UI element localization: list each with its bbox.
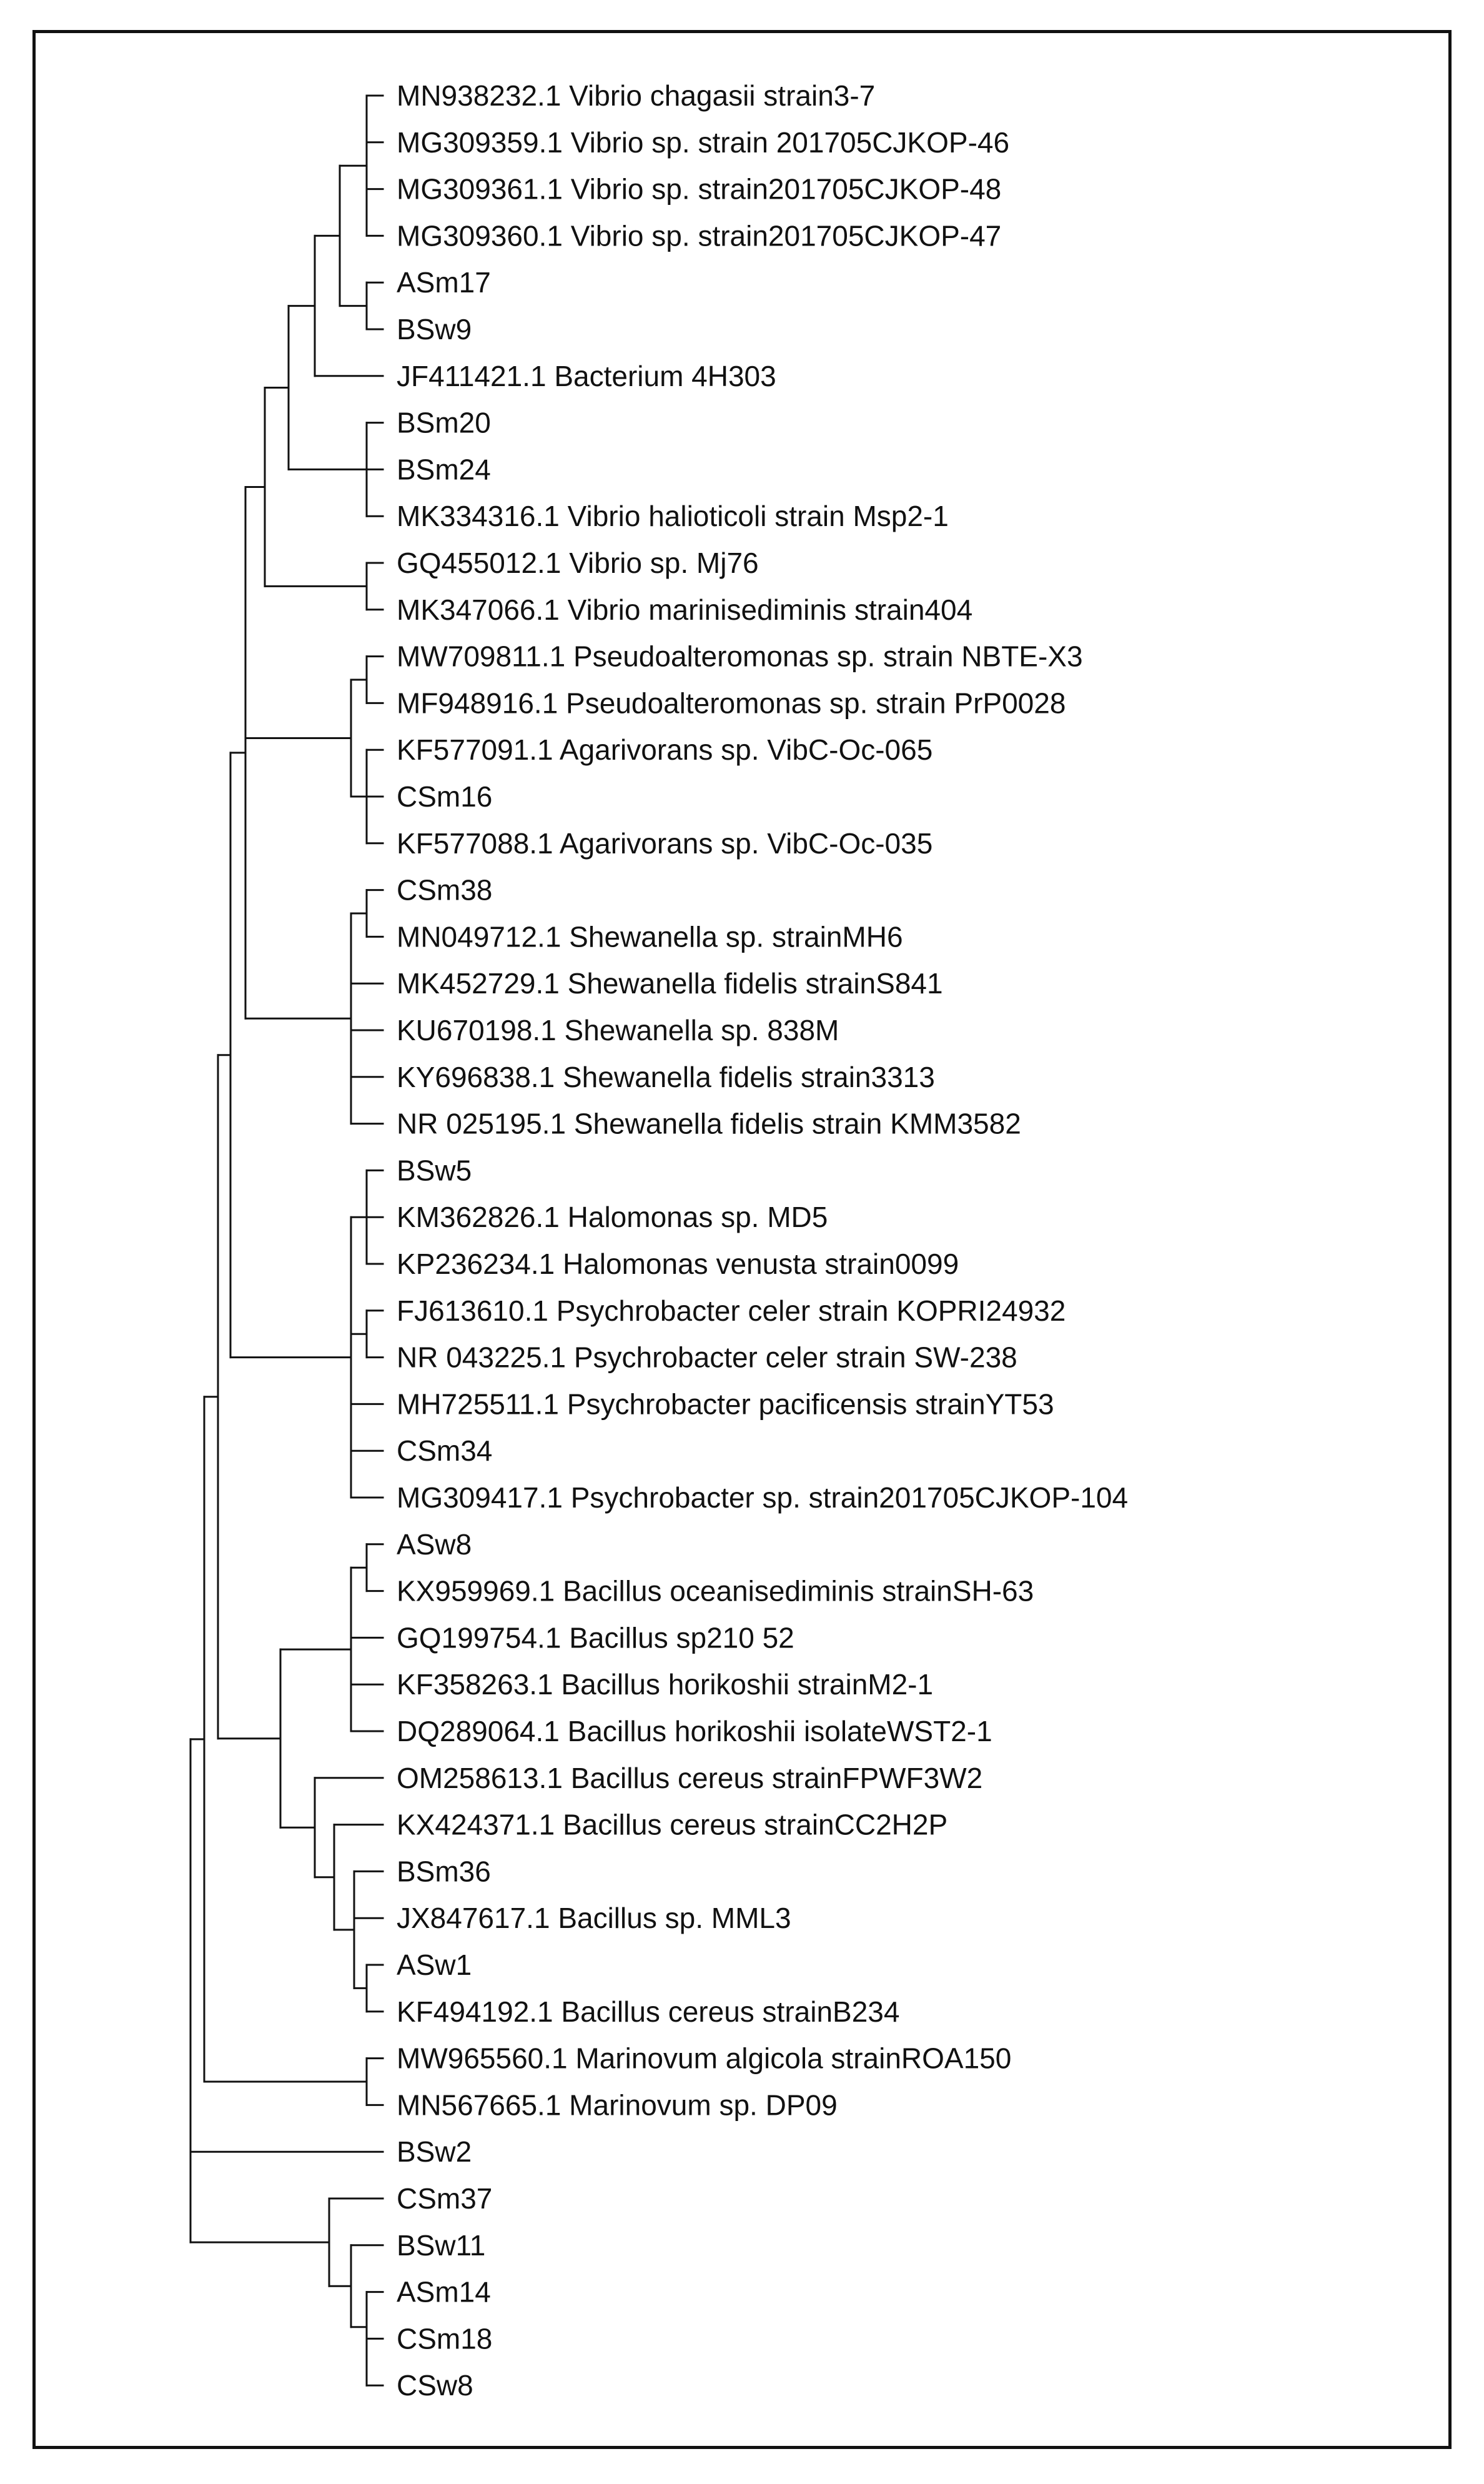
taxon-label: KP236234.1 Halomonas venusta strain0099 — [397, 1248, 959, 1280]
taxon-label: OM258613.1 Bacillus cereus strainFPWF3W2 — [397, 1762, 982, 1794]
taxon-label: CSm34 — [397, 1434, 492, 1467]
taxon-label: GQ455012.1 Vibrio sp. Mj76 — [397, 547, 759, 579]
taxon-label: MW965560.1 Marinovum algicola strainROA1… — [397, 2042, 1011, 2075]
taxon-label: KF358263.1 Bacillus horikoshii strainM2-… — [397, 1668, 933, 1701]
taxon-label: KM362826.1 Halomonas sp. MD5 — [397, 1201, 828, 1233]
taxon-label: BSm24 — [397, 453, 491, 485]
taxon-label: KX959969.1 Bacillus oceanisediminis stra… — [397, 1575, 1034, 1607]
taxon-label: ASw1 — [397, 1949, 472, 1981]
taxon-label: MK452729.1 Shewanella fidelis strainS841 — [397, 967, 943, 1000]
taxon-label: CSm37 — [397, 2182, 492, 2215]
taxon-label: ASw8 — [397, 1528, 472, 1561]
taxon-label: MN938232.1 Vibrio chagasii strain3-7 — [397, 79, 875, 112]
taxon-label: MK347066.1 Vibrio marinisediminis strain… — [397, 594, 972, 626]
taxon-label: MG309417.1 Psychrobacter sp. strain20170… — [397, 1481, 1128, 1514]
taxon-label: JX847617.1 Bacillus sp. MML3 — [397, 1902, 791, 1934]
taxon-label: NR 043225.1 Psychrobacter celer strain S… — [397, 1341, 1017, 1374]
taxon-label: BSw5 — [397, 1154, 472, 1186]
taxon-label: MG309361.1 Vibrio sp. strain201705CJKOP-… — [397, 173, 1001, 206]
taxon-label: KX424371.1 Bacillus cereus strainCC2H2P — [397, 1809, 947, 1841]
taxon-label: MG309359.1 Vibrio sp. strain 201705CJKOP… — [397, 126, 1009, 159]
taxon-label: MF948916.1 Pseudoalteromonas sp. strain … — [397, 687, 1066, 719]
taxon-label: MW709811.1 Pseudoalteromonas sp. strain … — [397, 640, 1083, 673]
taxon-label: MG309360.1 Vibrio sp. strain201705CJKOP-… — [397, 219, 1001, 252]
taxon-label: CSm16 — [397, 780, 492, 813]
taxon-label: DQ289064.1 Bacillus horikoshii isolateWS… — [397, 1715, 992, 1747]
taxon-label: ASm17 — [397, 266, 491, 299]
taxon-label: BSw2 — [397, 2135, 472, 2168]
taxon-label: FJ613610.1 Psychrobacter celer strain KO… — [397, 1294, 1066, 1327]
taxon-label: NR 025195.1 Shewanella fidelis strain KM… — [397, 1108, 1021, 1140]
taxon-label: BSm20 — [397, 407, 491, 439]
taxon-label: MN049712.1 Shewanella sp. strainMH6 — [397, 920, 903, 953]
phylogenetic-tree: MN938232.1 Vibrio chagasii strain3-7MG30… — [189, 79, 1128, 2402]
taxon-label: CSm38 — [397, 874, 492, 907]
taxon-label: CSw8 — [397, 2369, 473, 2402]
taxon-label: BSw9 — [397, 313, 472, 345]
taxon-label: BSm36 — [397, 1855, 491, 1887]
taxon-label: MK334316.1 Vibrio halioticoli strain Msp… — [397, 500, 949, 532]
taxon-label: MH725511.1 Psychrobacter pacificensis st… — [397, 1388, 1054, 1420]
taxon-label: CSm18 — [397, 2322, 492, 2355]
taxon-label: MN567665.1 Marinovum sp. DP09 — [397, 2089, 838, 2121]
taxon-label: KF577088.1 Agarivorans sp. VibC-Oc-035 — [397, 827, 932, 860]
taxon-label: KF577091.1 Agarivorans sp. VibC-Oc-065 — [397, 733, 932, 766]
taxon-label: BSw11 — [397, 2229, 485, 2262]
taxon-label: KY696838.1 Shewanella fidelis strain3313 — [397, 1061, 935, 1093]
taxon-label: ASm14 — [397, 2276, 491, 2308]
taxon-label: KF494192.1 Bacillus cereus strainB234 — [397, 1995, 899, 2028]
taxon-label: JF411421.1 Bacterium 4H303 — [397, 360, 776, 392]
taxon-label: GQ199754.1 Bacillus sp210 52 — [397, 1621, 794, 1654]
taxon-label: KU670198.1 Shewanella sp. 838M — [397, 1014, 839, 1046]
